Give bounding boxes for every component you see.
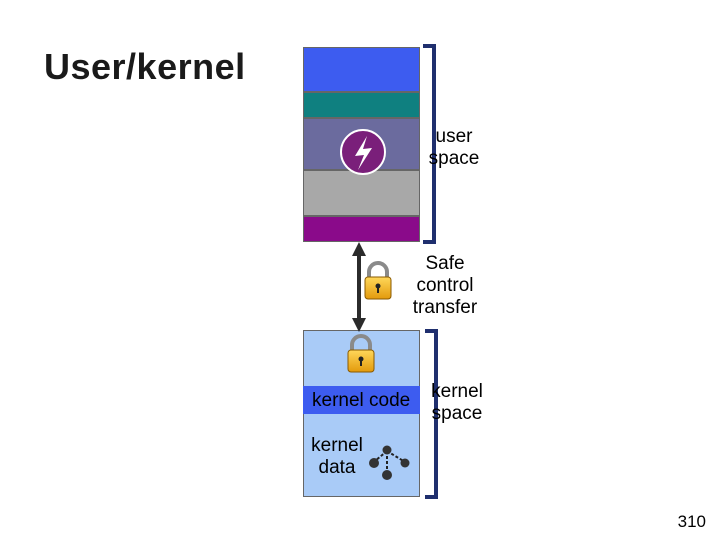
kernel-space-bracket <box>425 329 438 499</box>
kernel-space-label: kernel space <box>431 381 483 424</box>
user-space-label: user space <box>428 126 480 169</box>
data-structure-icon <box>369 445 410 480</box>
kernel-code-label: kernel code <box>312 390 411 411</box>
lightning-bolt-icon <box>340 129 386 175</box>
kernel-code-block <box>303 386 420 414</box>
padlock-icon <box>364 261 392 300</box>
safe-control-transfer-label: Safe control transfer <box>412 253 478 318</box>
user-space-bracket <box>423 44 436 244</box>
user-block-4 <box>303 170 420 216</box>
slide-title: User/kernel <box>44 46 246 87</box>
page-number: 310 <box>677 512 706 531</box>
kernel-data-label: kernel data <box>311 435 363 478</box>
user-block-1 <box>303 47 420 92</box>
user-block-2 <box>303 92 420 118</box>
user-block-5 <box>303 216 420 242</box>
padlock-icon <box>347 334 375 373</box>
double-headed-arrow-icon <box>352 242 366 332</box>
